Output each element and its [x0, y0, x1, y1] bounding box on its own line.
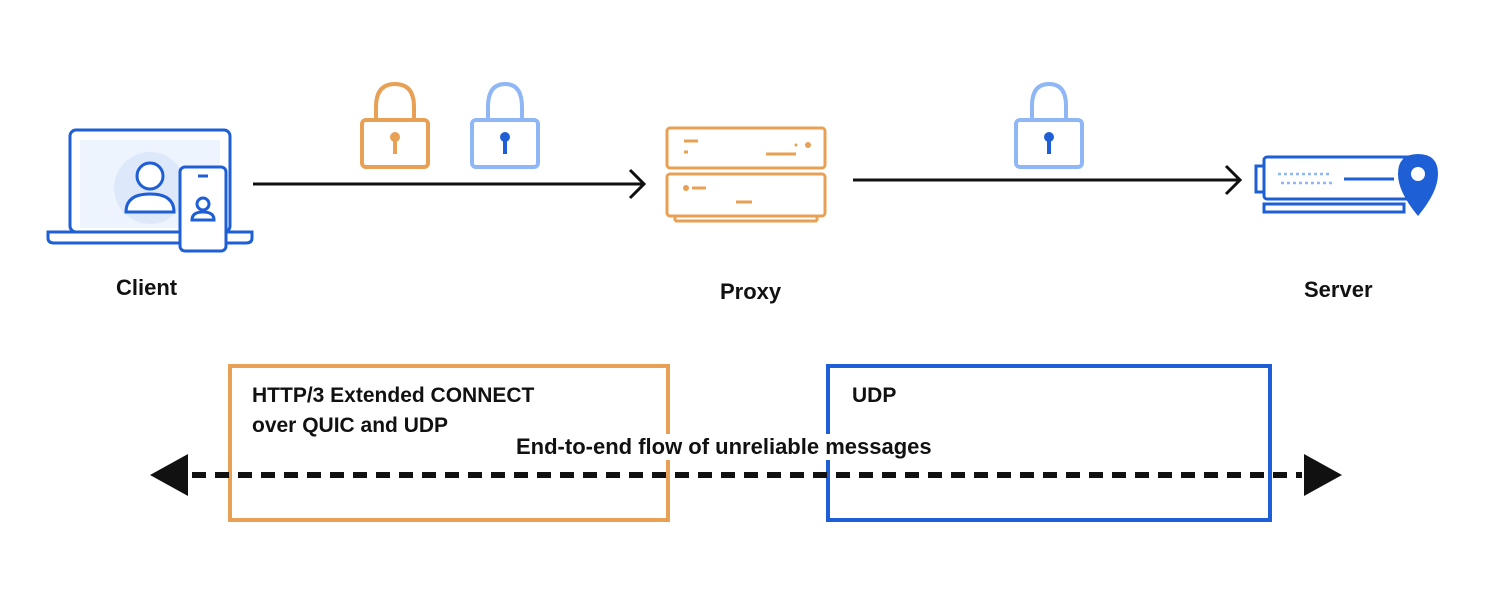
lock-orange-icon: [360, 81, 430, 169]
quic-box-title: HTTP/3 Extended CONNECT over QUIC and UD…: [252, 381, 534, 441]
lock-light-blue-icon: [470, 81, 540, 169]
lock-light-blue-icon: [1014, 81, 1084, 169]
udp-box-title: UDP: [852, 384, 897, 407]
client-proxy-arrow: [253, 168, 647, 200]
proxy-label: Proxy: [720, 279, 782, 304]
server-label: Server: [1304, 277, 1373, 302]
flow-right-arrowhead: [1304, 454, 1342, 496]
client-label: Client: [116, 275, 178, 300]
proxy-server-arrow: [853, 164, 1243, 196]
flow-label: End-to-end flow of unreliable messages: [510, 434, 938, 460]
proxy-server-icon: [665, 126, 827, 223]
laptop-phone-user-icon: [46, 128, 254, 253]
quic-box-line-1: HTTP/3 Extended CONNECT: [252, 384, 535, 407]
flow-left-arrowhead: [150, 454, 188, 496]
server-location-icon: [1254, 154, 1438, 216]
quic-box-line-2: over QUIC and UDP: [252, 414, 449, 437]
